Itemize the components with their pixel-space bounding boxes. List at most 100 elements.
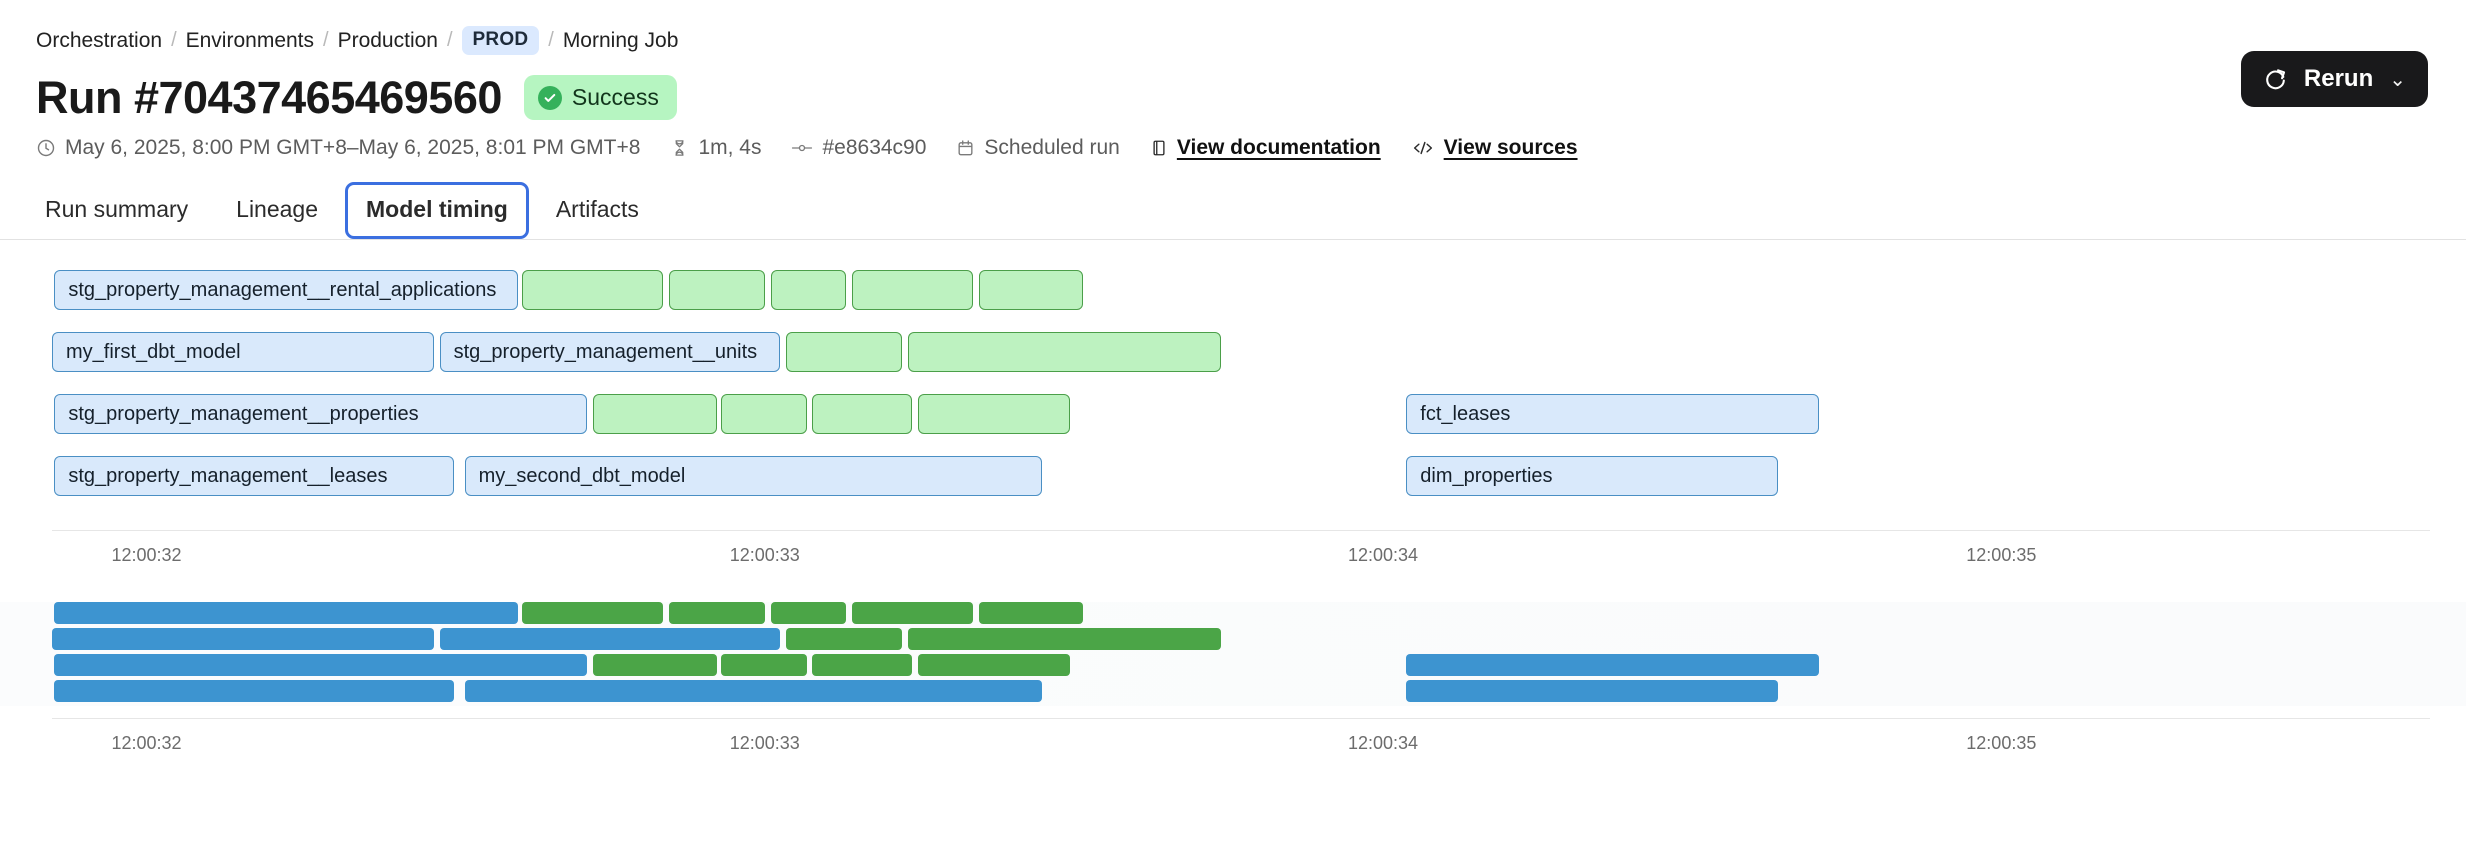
gantt-bar-dim_properties[interactable]: dim_properties [1406,456,1779,496]
breadcrumb-separator: / [323,29,329,51]
code-icon [1411,138,1435,158]
axis-tick: 12:00:33 [729,733,800,753]
gantt-bar-test-1-2[interactable] [785,332,903,372]
gantt-bar-test-2-3[interactable] [811,394,912,434]
book-icon [1150,138,1168,158]
axis-tick: 12:00:35 [1966,733,2037,753]
gantt-bar-label: stg_property_management__properties [68,402,419,425]
gantt-bar-stg_property_management__units[interactable]: stg_property_management__units [439,332,780,372]
gantt-bar-my_first_dbt_model[interactable]: my_first_dbt_model [52,332,434,372]
gantt-bar-label: dim_properties [1420,464,1553,487]
overview-bar[interactable] [439,628,780,650]
meta-item-label: May 6, 2025, 8:00 PM GMT+8–May 6, 2025, … [65,136,641,159]
refresh-icon [2263,67,2288,92]
overview-bar[interactable] [852,602,974,624]
axis-tick: 12:00:35 [1966,545,2037,565]
meta-item-code[interactable]: View sources [1411,136,1578,160]
gantt-bar-test-2-4[interactable] [917,394,1070,434]
meta-item-label: View documentation [1176,136,1381,159]
overview-bar[interactable] [771,602,847,624]
calendar-icon [956,138,975,158]
axis-tick: 12:00:34 [1348,733,1419,753]
overview-bar[interactable] [811,654,912,676]
overview-bar[interactable] [1406,680,1779,702]
gantt-bar-stg_property_management__properties[interactable]: stg_property_management__properties [54,394,588,434]
overview-bar[interactable] [592,654,717,676]
overview-row [52,680,2430,702]
overview-bar[interactable] [54,602,519,624]
gantt-bar-test-0-5[interactable] [979,270,1083,310]
gantt-bar-fct_leases[interactable]: fct_leases [1406,394,1819,434]
gantt-bar-my_second_dbt_model[interactable]: my_second_dbt_model [464,456,1043,496]
tab-artifacts[interactable]: Artifacts [535,182,660,239]
tab-lineage[interactable]: Lineage [215,182,339,239]
axis-tick: 12:00:32 [111,545,182,565]
overview-bar[interactable] [52,628,434,650]
gantt-bar-test-0-3[interactable] [771,270,847,310]
gantt-row: my_first_dbt_model stg_property_managemen… [52,332,2430,372]
meta-item-label: Scheduled run [984,136,1120,159]
hourglass-icon [670,138,689,158]
overview-row [52,628,2430,650]
breadcrumb-item-prod[interactable]: PROD [461,26,540,55]
overview-row [52,654,2430,676]
gantt-bar-label: stg_property_management__units [453,340,758,363]
overview-bar[interactable] [54,680,454,702]
overview-bar[interactable] [908,628,1221,650]
tab-model-timing[interactable]: Model timing [345,182,529,239]
breadcrumb-item-orchestration[interactable]: Orchestration [36,28,163,52]
meta-item-book[interactable]: View documentation [1150,136,1381,160]
axis-tick: 12:00:34 [1348,545,1419,565]
gantt-bar-stg_property_management__leases[interactable]: stg_property_management__leases [54,456,454,496]
meta-item-calendar: Scheduled run [956,136,1120,160]
gantt-bar-test-2-2[interactable] [721,394,807,434]
meta-item-label: #e8634c90 [822,136,927,159]
gantt-bar-test-0-4[interactable] [852,270,974,310]
status-badge: Success [523,75,677,120]
breadcrumb-separator: / [548,29,554,51]
overview-bar[interactable] [521,602,664,624]
gantt-detail: stg_property_management__rental_applicat… [0,270,2466,518]
rerun-button[interactable]: Rerun ⌄ [2240,51,2428,107]
gantt-bar-test-2-1[interactable] [592,394,717,434]
overview-bar[interactable] [979,602,1083,624]
breadcrumb-item-production[interactable]: Production [337,28,438,52]
gantt-bar-test-0-2[interactable] [669,270,766,310]
axis-tick: 12:00:32 [111,733,182,753]
gantt-bar-label: my_first_dbt_model [66,340,241,363]
overview-bar[interactable] [464,680,1043,702]
overview-bar[interactable] [721,654,807,676]
gantt-detail-axis: 12:00:32 12:00:33 12:00:34 12:00:35 [52,530,2430,574]
gantt-row: stg_property_management__leases my_second… [52,456,2430,496]
overview-bar[interactable] [1406,654,1819,676]
breadcrumb-item-environments[interactable]: Environments [185,28,315,52]
gantt-bar-stg_property_management__rental_applications[interactable]: stg_property_management__rental_applicat… [54,270,519,310]
tab-run-summary[interactable]: Run summary [24,182,209,239]
overview-bar[interactable] [785,628,903,650]
overview-bar[interactable] [669,602,766,624]
breadcrumb-separator: / [171,29,177,51]
gantt-bar-test-0-1[interactable] [521,270,664,310]
model-timing-chart: stg_property_management__rental_applicat… [0,270,2466,762]
run-meta-row: May 6, 2025, 8:00 PM GMT+8–May 6, 2025, … [0,120,2466,160]
status-badge-label: Success [571,84,659,110]
gantt-bar-test-1-3[interactable] [908,332,1221,372]
overview-row [52,602,2430,624]
gantt-overview[interactable] [0,602,2466,706]
gantt-bar-label: stg_property_management__rental_applicat… [68,278,497,301]
check-circle-icon [537,85,562,110]
axis-tick: 12:00:33 [729,545,800,565]
gantt-bar-label: fct_leases [1420,402,1511,425]
meta-item-commit: #e8634c90 [791,136,926,160]
chevron-down-icon: ⌄ [2389,68,2406,91]
clock-icon [36,138,56,158]
meta-item-clock: May 6, 2025, 8:00 PM GMT+8–May 6, 2025, … [36,136,640,160]
breadcrumb: Orchestration / Environments / Production / PR… [0,0,2466,55]
meta-item-hourglass: 1m, 4s [670,136,761,160]
commit-icon [791,138,813,158]
gantt-bar-label: my_second_dbt_model [478,464,686,487]
overview-bar[interactable] [54,654,588,676]
overview-bar[interactable] [917,654,1070,676]
gantt-overview-axis: 12:00:32 12:00:33 12:00:34 12:00:35 [52,718,2430,762]
